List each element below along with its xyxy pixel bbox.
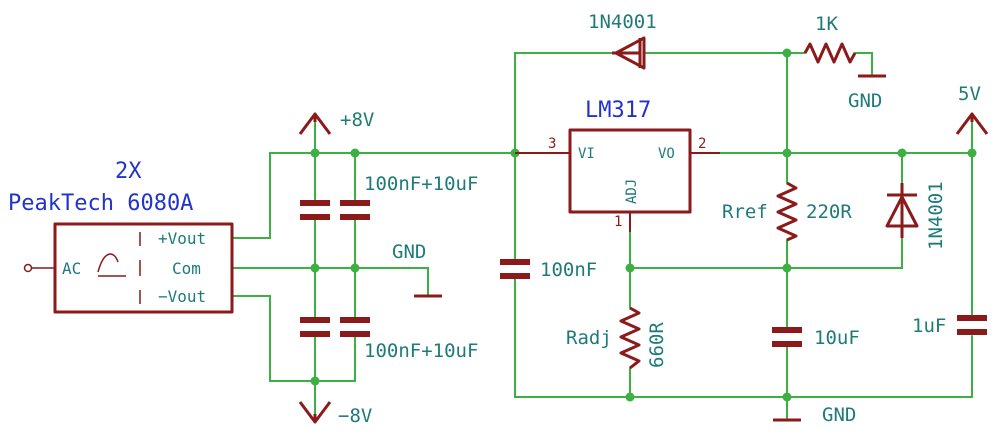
regulator-adj: ADJ: [624, 179, 640, 204]
ac-terminal-icon: [23, 263, 33, 273]
resistor-rref: Rref 220R: [722, 181, 852, 242]
supply-vout-pos: +Vout: [158, 229, 206, 248]
radj-icon: [619, 306, 641, 370]
rref-icon: [776, 181, 798, 242]
regulator: LM317 3 2 1 VI VO ADJ: [515, 98, 720, 232]
gnd-resistor-label: GND: [848, 90, 882, 112]
cap-bottom-right: [340, 317, 370, 337]
rail-symbols: +8V −8V 5V: [298, 83, 989, 427]
rref-value: 220R: [806, 201, 852, 223]
gnd-supply-label: GND: [392, 241, 426, 263]
wire-pos-rail: [231, 152, 571, 239]
diode-right: 1N4001: [885, 181, 947, 250]
capacitor-cadj: 10uF: [772, 327, 860, 349]
cap-top-label: 100nF+10uF: [364, 173, 478, 195]
diode-top: 1N4001: [588, 11, 657, 70]
cap-bottom-label: 100nF+10uF: [364, 340, 478, 362]
cap-top-right: [340, 200, 370, 220]
out-rail-label: 5V: [958, 83, 981, 105]
cin-plates: [500, 259, 530, 279]
pos-rail-arrow-icon: [298, 112, 332, 135]
junction: [350, 148, 360, 158]
wires: [231, 52, 973, 421]
input-capacitor: 100nF: [500, 259, 597, 281]
junction: [310, 263, 320, 273]
wire-neg-rail: [231, 295, 356, 382]
wire-diode-top: [514, 52, 788, 154]
diode-right-icon: [885, 183, 919, 238]
capacitor-cout: 1uF: [912, 315, 987, 337]
diode-top-icon: [612, 36, 646, 70]
supply-title-line2: PeakTech 6080A: [8, 191, 193, 216]
radj-value: 660R: [646, 322, 668, 368]
resistor-radj: Radj 660R: [566, 306, 668, 370]
wire-cin: [514, 152, 973, 398]
pos-rail-label: +8V: [340, 109, 374, 131]
junction: [310, 148, 320, 158]
junction: [625, 263, 635, 273]
resistor-1k: 1K: [803, 13, 857, 64]
out-rail-arrow-icon: [955, 112, 989, 135]
neg-rail-arrow-icon: [298, 401, 332, 424]
supply-vout-neg: −Vout: [158, 287, 206, 306]
junction: [350, 263, 360, 273]
junctions: [310, 48, 977, 402]
ac-wave-icon: [97, 253, 126, 277]
wire-com: [231, 267, 429, 297]
diode-right-label: 1N4001: [925, 181, 947, 250]
regulator-pin-leads: [515, 152, 720, 232]
cout-label: 1uF: [912, 315, 946, 337]
junction: [782, 148, 792, 158]
rref-ref: Rref: [722, 201, 768, 223]
cout-plates: [957, 315, 987, 335]
gnd-main-label: GND: [822, 404, 856, 426]
wire-1k: [786, 52, 873, 77]
regulator-name: LM317: [585, 98, 651, 123]
regulator-pin3: 3: [548, 136, 556, 152]
cadj-plates: [772, 327, 802, 347]
cin-label: 100nF: [540, 259, 597, 281]
junction: [310, 376, 320, 386]
junction: [782, 263, 792, 273]
diode-top-label: 1N4001: [588, 11, 657, 33]
regulator-vi: VI: [578, 146, 595, 162]
junction: [782, 392, 792, 402]
cap-bottom-left: [300, 317, 330, 337]
resistor-1k-icon: [803, 42, 857, 64]
junction: [782, 48, 792, 58]
resistor-1k-label: 1K: [815, 13, 838, 35]
junction: [967, 148, 977, 158]
supply-title-line1: 2X: [115, 159, 142, 184]
wire-adj: [629, 211, 903, 309]
regulator-pin2: 2: [698, 136, 706, 152]
cadj-label: 10uF: [814, 327, 860, 349]
junction: [897, 148, 907, 158]
ac-label: AC: [62, 259, 81, 278]
regulator-vo: VO: [658, 146, 675, 162]
ground-symbols: GND GND GND: [392, 74, 886, 426]
cap-top-left: [300, 200, 330, 220]
neg-rail-label: −8V: [338, 405, 372, 427]
supply-capacitors: 100nF+10uF 100nF+10uF: [300, 173, 478, 362]
supply-com: Com: [172, 259, 201, 278]
regulator-pin1: 1: [614, 214, 622, 230]
radj-ref: Radj: [566, 327, 612, 349]
junction: [625, 392, 635, 402]
power-supply: 2X PeakTech 6080A AC +Vout Com −Vout: [8, 159, 234, 314]
